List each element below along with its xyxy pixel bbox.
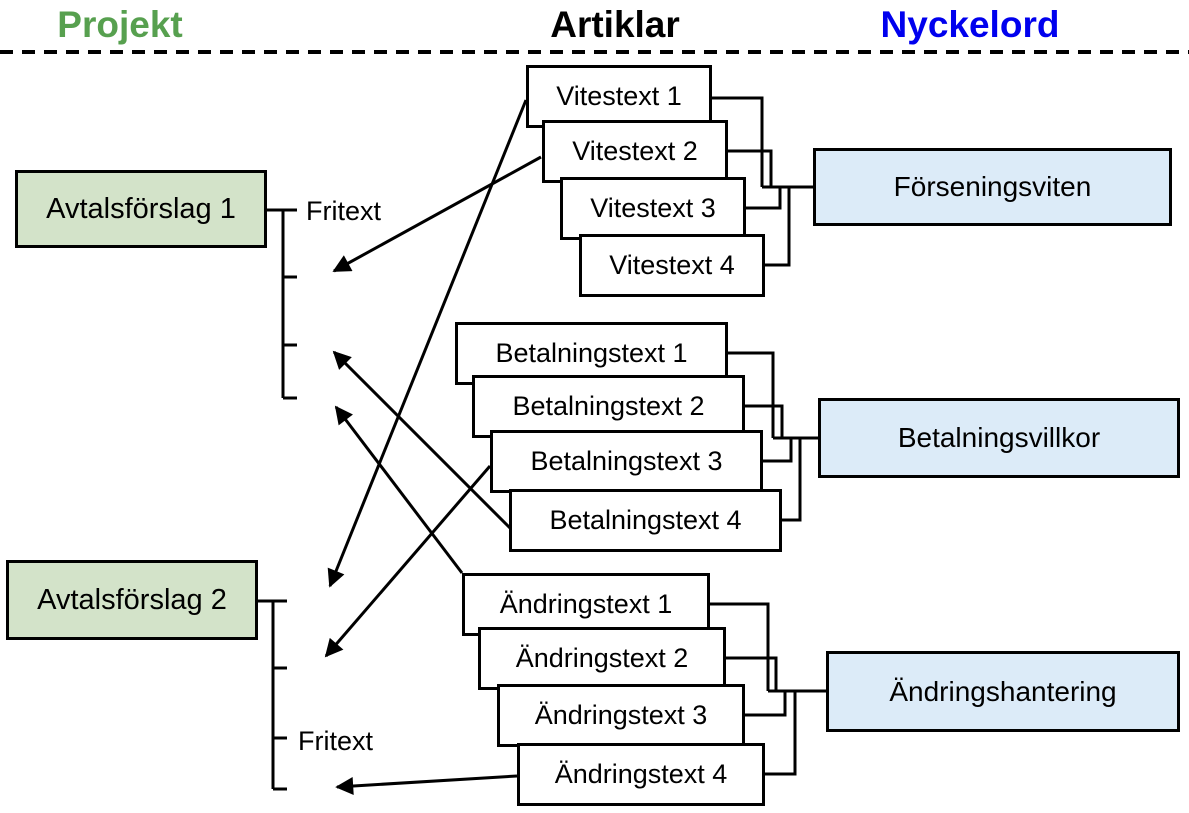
keyword-box-andringshantering: Ändringshantering [826, 651, 1180, 732]
column-header-projekt: Projekt [57, 4, 183, 45]
article-card-andringstext-3: Ändringstext 3 [497, 684, 745, 747]
bracket-project-2 [258, 599, 287, 791]
article-card-vitestext-3: Vitestext 3 [560, 177, 746, 240]
article-card-andringstext-4: Ändringstext 4 [517, 743, 765, 806]
arrow-andringstext4-to-project2 [335, 774, 518, 795]
connector-tree-andringshantering [710, 602, 826, 776]
project-box-avtalsforslag-1: Avtalsförslag 1 [15, 170, 267, 248]
bracket-project-1 [267, 208, 297, 400]
column-header-artiklar: Artiklar [550, 4, 680, 45]
arrow-vitestext2-to-project1 [332, 155, 542, 273]
article-card-betalningstext-2: Betalningstext 2 [472, 375, 745, 438]
article-card-vitestext-1: Vitestext 1 [526, 65, 712, 128]
arrow-andringstext1-to-project1 [334, 405, 464, 574]
article-card-betalningstext-4: Betalningstext 4 [509, 489, 782, 552]
fritext-label-project1: Fritext [306, 196, 382, 226]
arrow-vitestext1-to-project2 [327, 99, 528, 588]
article-card-betalningstext-1: Betalningstext 1 [455, 322, 728, 385]
column-header-nyckelord: Nyckelord [880, 4, 1060, 45]
article-card-vitestext-2: Vitestext 2 [542, 120, 728, 183]
article-card-andringstext-1: Ändringstext 1 [462, 573, 710, 636]
fritext-label-project2: Fritext [298, 726, 374, 756]
connector-tree-betalningsvillkor [728, 351, 818, 522]
article-card-betalningstext-3: Betalningstext 3 [490, 430, 763, 493]
arrow-betalningstext3-to-project2 [324, 465, 492, 658]
connector-tree-forseningsviten [712, 96, 813, 267]
keyword-box-forseningsviten: Förseningsviten [813, 148, 1172, 226]
arrow-betalningstext4-to-project1 [332, 350, 512, 530]
article-card-andringstext-2: Ändringstext 2 [478, 627, 726, 690]
article-card-vitestext-4: Vitestext 4 [579, 234, 765, 297]
keyword-box-betalningsvillkor: Betalningsvillkor [818, 398, 1180, 478]
project-box-avtalsforslag-2: Avtalsförslag 2 [6, 560, 258, 640]
